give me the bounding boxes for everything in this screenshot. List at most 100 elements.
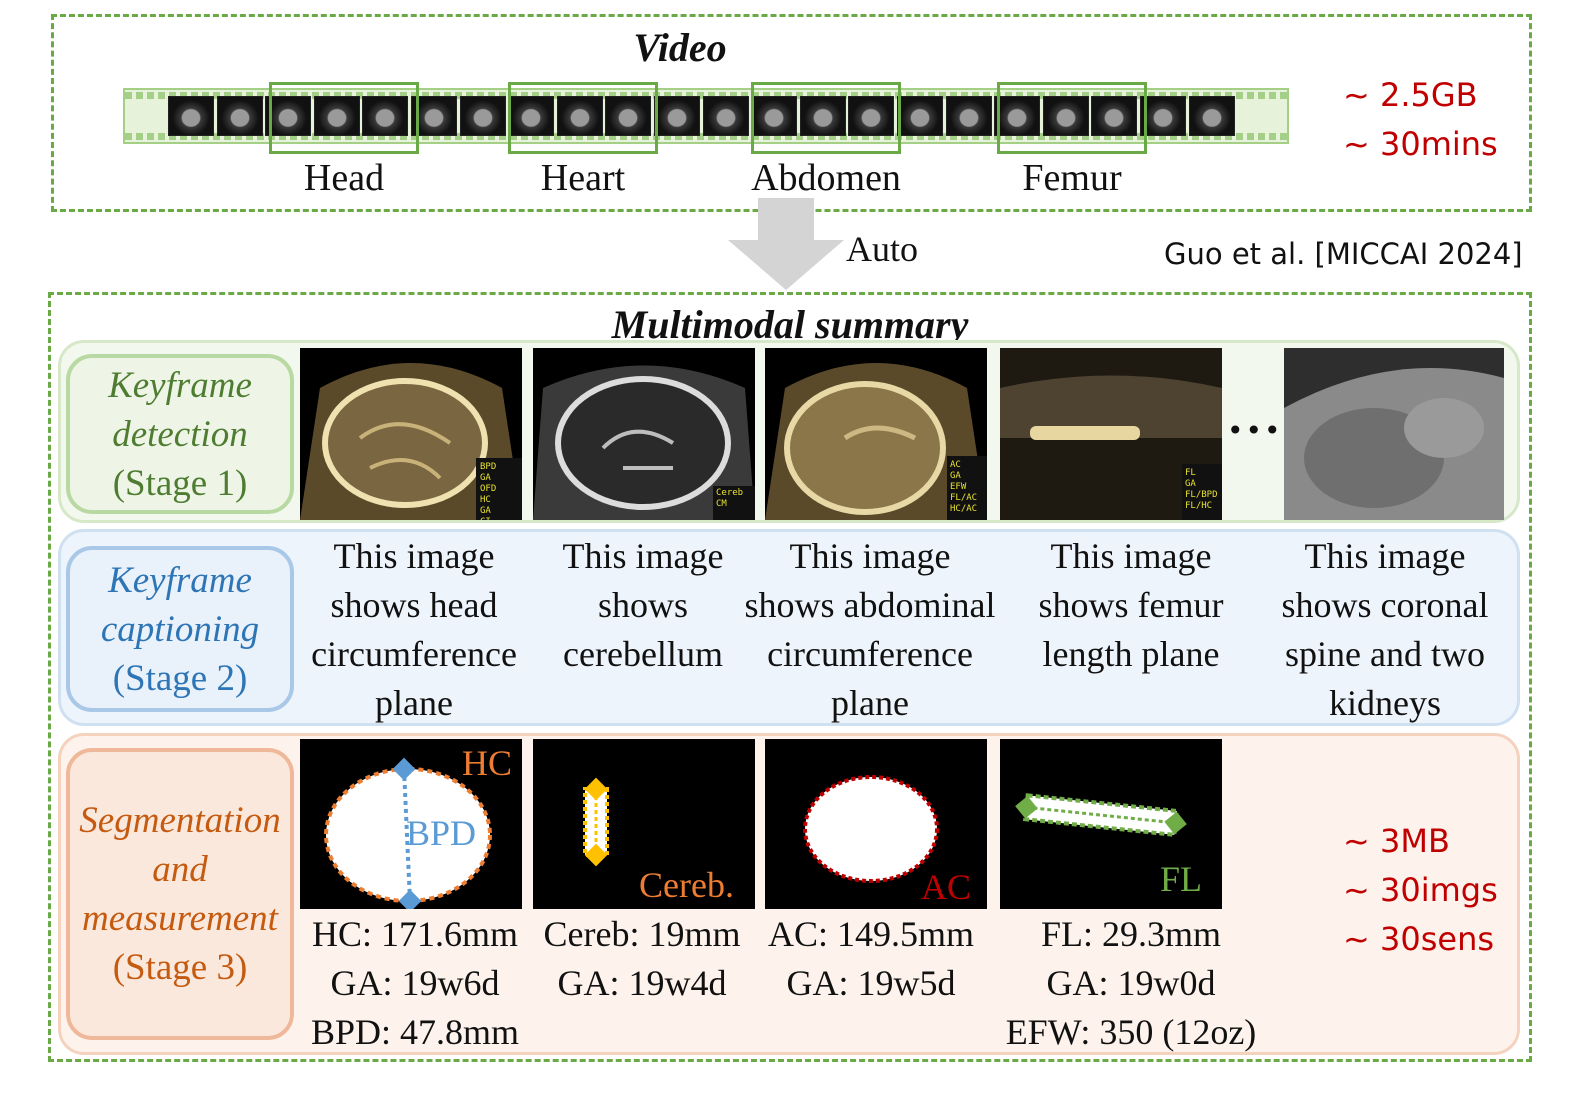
video-stat-size: ~ 2.5GB [1343, 76, 1478, 114]
stage1-card: Keyframe detection (Stage 1) [66, 354, 294, 514]
caption-head: This image shows head circumference plan… [298, 532, 530, 728]
summary-title: Multimodal summary [611, 302, 969, 347]
video-frame [751, 96, 797, 136]
stage3-line1: Segmentation [79, 800, 281, 841]
caption-abdomen-line: plane [831, 683, 909, 723]
measurement-hc-line: GA: 19w6d [330, 963, 500, 1003]
summary-stat-size: ~ 3MB [1343, 822, 1450, 860]
video-frame [265, 96, 311, 136]
stage1-line1: Keyframe [108, 364, 252, 406]
video-frame [460, 96, 506, 136]
caption-cerebellum-line: cerebellum [563, 634, 723, 674]
stage3-line4: (Stage 3) [112, 947, 248, 988]
fl-label: FL [1160, 859, 1203, 899]
video-frame [605, 96, 651, 136]
citation: Guo et al. [MICCAI 2024] [1164, 237, 1523, 271]
stage3-line2: and [152, 849, 208, 890]
segment-label-abdomen: Abdomen [751, 157, 901, 199]
abdomen-highlight [751, 82, 901, 154]
video-frame [946, 96, 992, 136]
measurement-fl-line: EFW: 350 (12oz) [1005, 1012, 1257, 1052]
video-frame [217, 96, 263, 136]
caption-cerebellum: This image shows cerebellum [543, 532, 743, 679]
measurement-fl: FL: 29.3mm GA: 19w0d EFW: 350 (12oz) [986, 910, 1276, 1057]
video-frame [362, 96, 408, 136]
video-frame [314, 96, 360, 136]
caption-head-line: This image [333, 536, 495, 576]
video-frame [703, 96, 749, 136]
hc-label: HC [462, 743, 513, 783]
measurement-cerebellum-line: GA: 19w4d [557, 963, 727, 1003]
caption-cerebellum-line: shows [597, 585, 689, 625]
video-frame [1189, 96, 1235, 136]
heart-highlight [508, 82, 658, 154]
video-frame [897, 96, 943, 136]
video-frame [1091, 96, 1137, 136]
video-frame [1043, 96, 1089, 136]
measurement-hc-line: BPD: 47.8mm [310, 1012, 520, 1052]
keyframe-head: BPDGAOFDHCGACI [300, 348, 522, 520]
stage3-card: Segmentation and measurement (Stage 3) [66, 748, 294, 1040]
stage2-line1: Keyframe [108, 559, 252, 601]
stage2-card: Keyframe captioning (Stage 2) [66, 546, 294, 712]
measurement-fl-line: FL: 29.3mm [1040, 914, 1222, 954]
head-highlight [269, 82, 419, 154]
femur-highlight [997, 82, 1147, 154]
caption-femur-line: length plane [1042, 634, 1220, 674]
measurement-ac-line: GA: 19w5d [786, 963, 956, 1003]
caption-spine: This image shows coronal spine and two k… [1266, 532, 1504, 728]
caption-spine-line: spine and two [1285, 634, 1485, 674]
caption-femur-line: This image [1050, 536, 1212, 576]
segmentation-fl: FL [1000, 739, 1222, 909]
measurement-fl-line: GA: 19w0d [1046, 963, 1216, 1003]
measurement-cerebellum: Cereb: 19mm GA: 19w4d [530, 910, 754, 1008]
bpd-label: BPD [406, 813, 477, 853]
caption-spine-line: shows coronal [1281, 585, 1489, 625]
measurement-hc: HC: 171.6mm GA: 19w6d BPD: 47.8mm [296, 910, 534, 1057]
stage2-row [58, 529, 1520, 726]
stage1-line3: (Stage 1) [112, 462, 248, 504]
measurement-hc-line: HC: 171.6mm [311, 914, 518, 954]
video-title: Video [633, 25, 727, 70]
caption-femur: This image shows femur length plane [1024, 532, 1238, 679]
measurement-cerebellum-line: Cereb: 19mm [543, 914, 741, 954]
video-frame [1140, 96, 1186, 136]
video-frame [994, 96, 1040, 136]
stage2-line3: (Stage 2) [112, 657, 248, 699]
stage1-line2: detection [112, 413, 248, 455]
video-stat-duration: ~ 30mins [1343, 125, 1498, 163]
segmentation-cerebellum: Cereb. [533, 739, 755, 909]
segment-label-head: Head [303, 157, 385, 199]
down-arrow-icon [728, 198, 844, 290]
caption-head-line: shows head [330, 585, 498, 625]
segment-label-heart: Heart [540, 157, 626, 199]
caption-head-line: circumference [311, 634, 517, 674]
caption-spine-line: This image [1304, 536, 1466, 576]
caption-abdomen-line: circumference [767, 634, 973, 674]
video-frame [557, 96, 603, 136]
cereb-label: Cereb. [639, 865, 734, 905]
keyframe-ellipsis: ••• [1227, 414, 1283, 447]
summary-stat-images: ~ 30imgs [1343, 871, 1498, 909]
segmentation-hc: HC BPD [300, 739, 522, 909]
summary-stat-sentences: ~ 30sens [1343, 920, 1495, 958]
measurement-ac: AC: 149.5mm GA: 19w5d [752, 910, 990, 1008]
video-frame [800, 96, 846, 136]
video-frame [168, 96, 214, 136]
stage2-line2: captioning [100, 608, 260, 650]
stage3-line3: measurement [82, 898, 278, 939]
caption-cerebellum-line: This image [562, 536, 724, 576]
video-frame [848, 96, 894, 136]
segment-label-femur: Femur [1022, 157, 1122, 199]
video-frame [654, 96, 700, 136]
summary-panel [48, 292, 1532, 1062]
caption-abdomen-line: This image [789, 536, 951, 576]
caption-abdomen-line: shows abdominal [744, 585, 996, 625]
caption-spine-line: kidneys [1329, 683, 1441, 723]
segmentation-ac: AC [765, 739, 987, 909]
caption-abdomen: This image shows abdominal circumference… [726, 532, 1014, 728]
keyframe-spine [1284, 348, 1504, 520]
